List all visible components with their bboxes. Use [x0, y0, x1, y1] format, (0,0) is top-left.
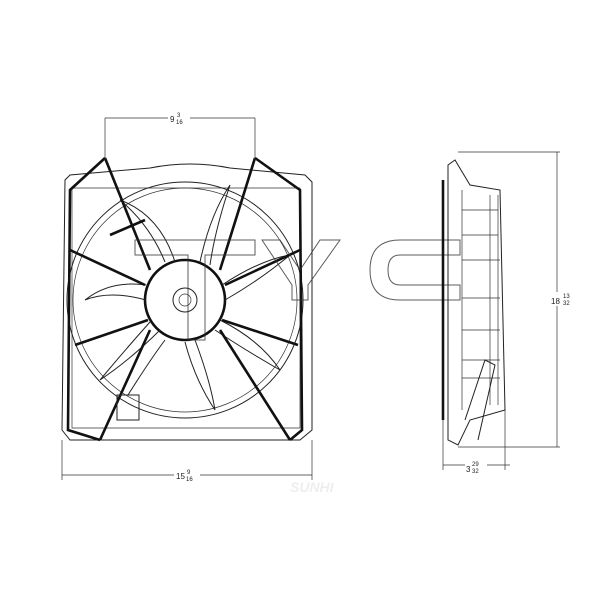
tyc-logo-watermark [134, 239, 461, 341]
dimension-top-width: 9 3 16 [168, 111, 190, 126]
svg-text:13: 13 [563, 294, 570, 300]
svg-text:9: 9 [170, 115, 175, 124]
dimension-bottom-width: 15 9 16 [174, 468, 200, 483]
svg-text:15: 15 [176, 472, 185, 481]
dimension-side-height: 18 13 32 [550, 292, 576, 307]
watermark-text: SUNHI [290, 479, 335, 495]
svg-text:16: 16 [176, 120, 183, 126]
svg-text:16: 16 [186, 477, 193, 483]
svg-text:3: 3 [177, 113, 181, 119]
front-view [61, 156, 313, 442]
svg-text:9: 9 [187, 470, 191, 476]
svg-text:18: 18 [551, 297, 560, 306]
dimension-lines [61, 117, 560, 480]
svg-text:29: 29 [472, 462, 479, 468]
side-view [441, 159, 506, 446]
svg-text:32: 32 [472, 469, 479, 475]
dimension-side-depth: 3 29 32 [465, 460, 487, 475]
svg-text:3: 3 [466, 465, 471, 474]
svg-text:32: 32 [563, 301, 570, 307]
